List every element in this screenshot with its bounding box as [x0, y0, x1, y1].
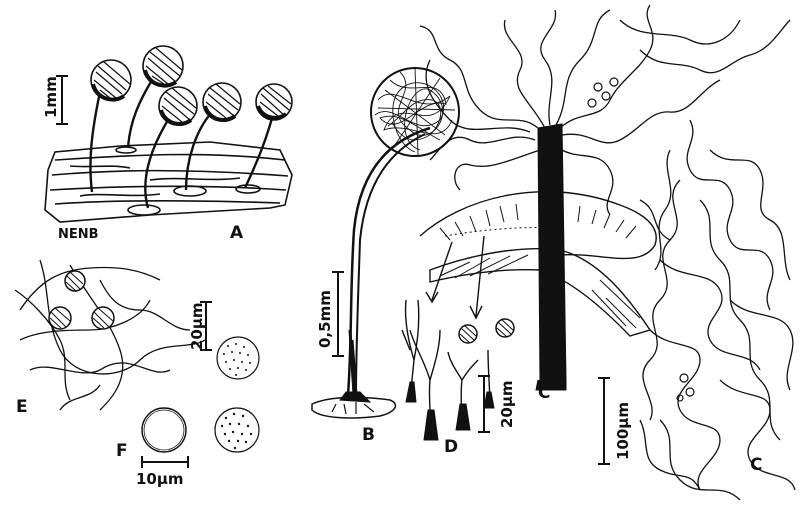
- panel-label-c-right: C: [750, 455, 762, 475]
- panel-label-b: B: [362, 425, 375, 445]
- panel-label-e: E: [16, 397, 28, 417]
- sporangium: [202, 82, 242, 122]
- sporangium: [255, 83, 293, 121]
- panel-f-drawing: [141, 336, 260, 468]
- scale-label-e: 20µm: [188, 302, 206, 350]
- stalk: [126, 79, 154, 149]
- arrow: [475, 235, 485, 317]
- scale-bar-b: [332, 271, 344, 357]
- panel-c-drawing: [419, 4, 796, 501]
- spore-dotted: [216, 336, 260, 380]
- panel-label-a: A: [230, 223, 244, 243]
- scale-label-d: 20µm: [498, 380, 516, 428]
- sporangium: [158, 86, 198, 126]
- scale-label-c: 100µm: [614, 402, 632, 460]
- scale-bar-e: [200, 301, 212, 351]
- scale-label-f: 10µm: [136, 470, 184, 488]
- panel-label-d: D: [444, 437, 458, 457]
- spore: [48, 306, 72, 330]
- panel-d-drawing: [401, 299, 515, 441]
- panel-e-drawing: [14, 259, 212, 411]
- spore: [64, 270, 86, 292]
- panel-label-f: F: [116, 441, 128, 461]
- panel-a-drawing: [44, 45, 293, 223]
- arrow: [431, 241, 453, 301]
- scale-bar-c: [598, 377, 610, 465]
- sporangium: [142, 45, 184, 88]
- stalk: [184, 111, 213, 191]
- scale-bar-a: [56, 75, 68, 125]
- panel-label-c: C: [538, 383, 550, 403]
- scale-label-b: 0,5mm: [316, 290, 334, 348]
- signature: NENB: [58, 227, 99, 242]
- stalk: [144, 119, 170, 209]
- stalk-b: [346, 126, 431, 396]
- scale-bar-f: [141, 456, 189, 468]
- sporangium: [90, 59, 132, 102]
- stalk: [243, 117, 274, 189]
- spore-outline: [141, 407, 187, 453]
- stalk-section: [537, 123, 567, 385]
- spore: [91, 306, 115, 330]
- scale-bar-d: [478, 375, 490, 433]
- stalk: [89, 91, 102, 193]
- panel-b-drawing: [311, 67, 460, 419]
- spore-dotted: [214, 407, 260, 453]
- scale-label-a: 1mm: [42, 76, 60, 118]
